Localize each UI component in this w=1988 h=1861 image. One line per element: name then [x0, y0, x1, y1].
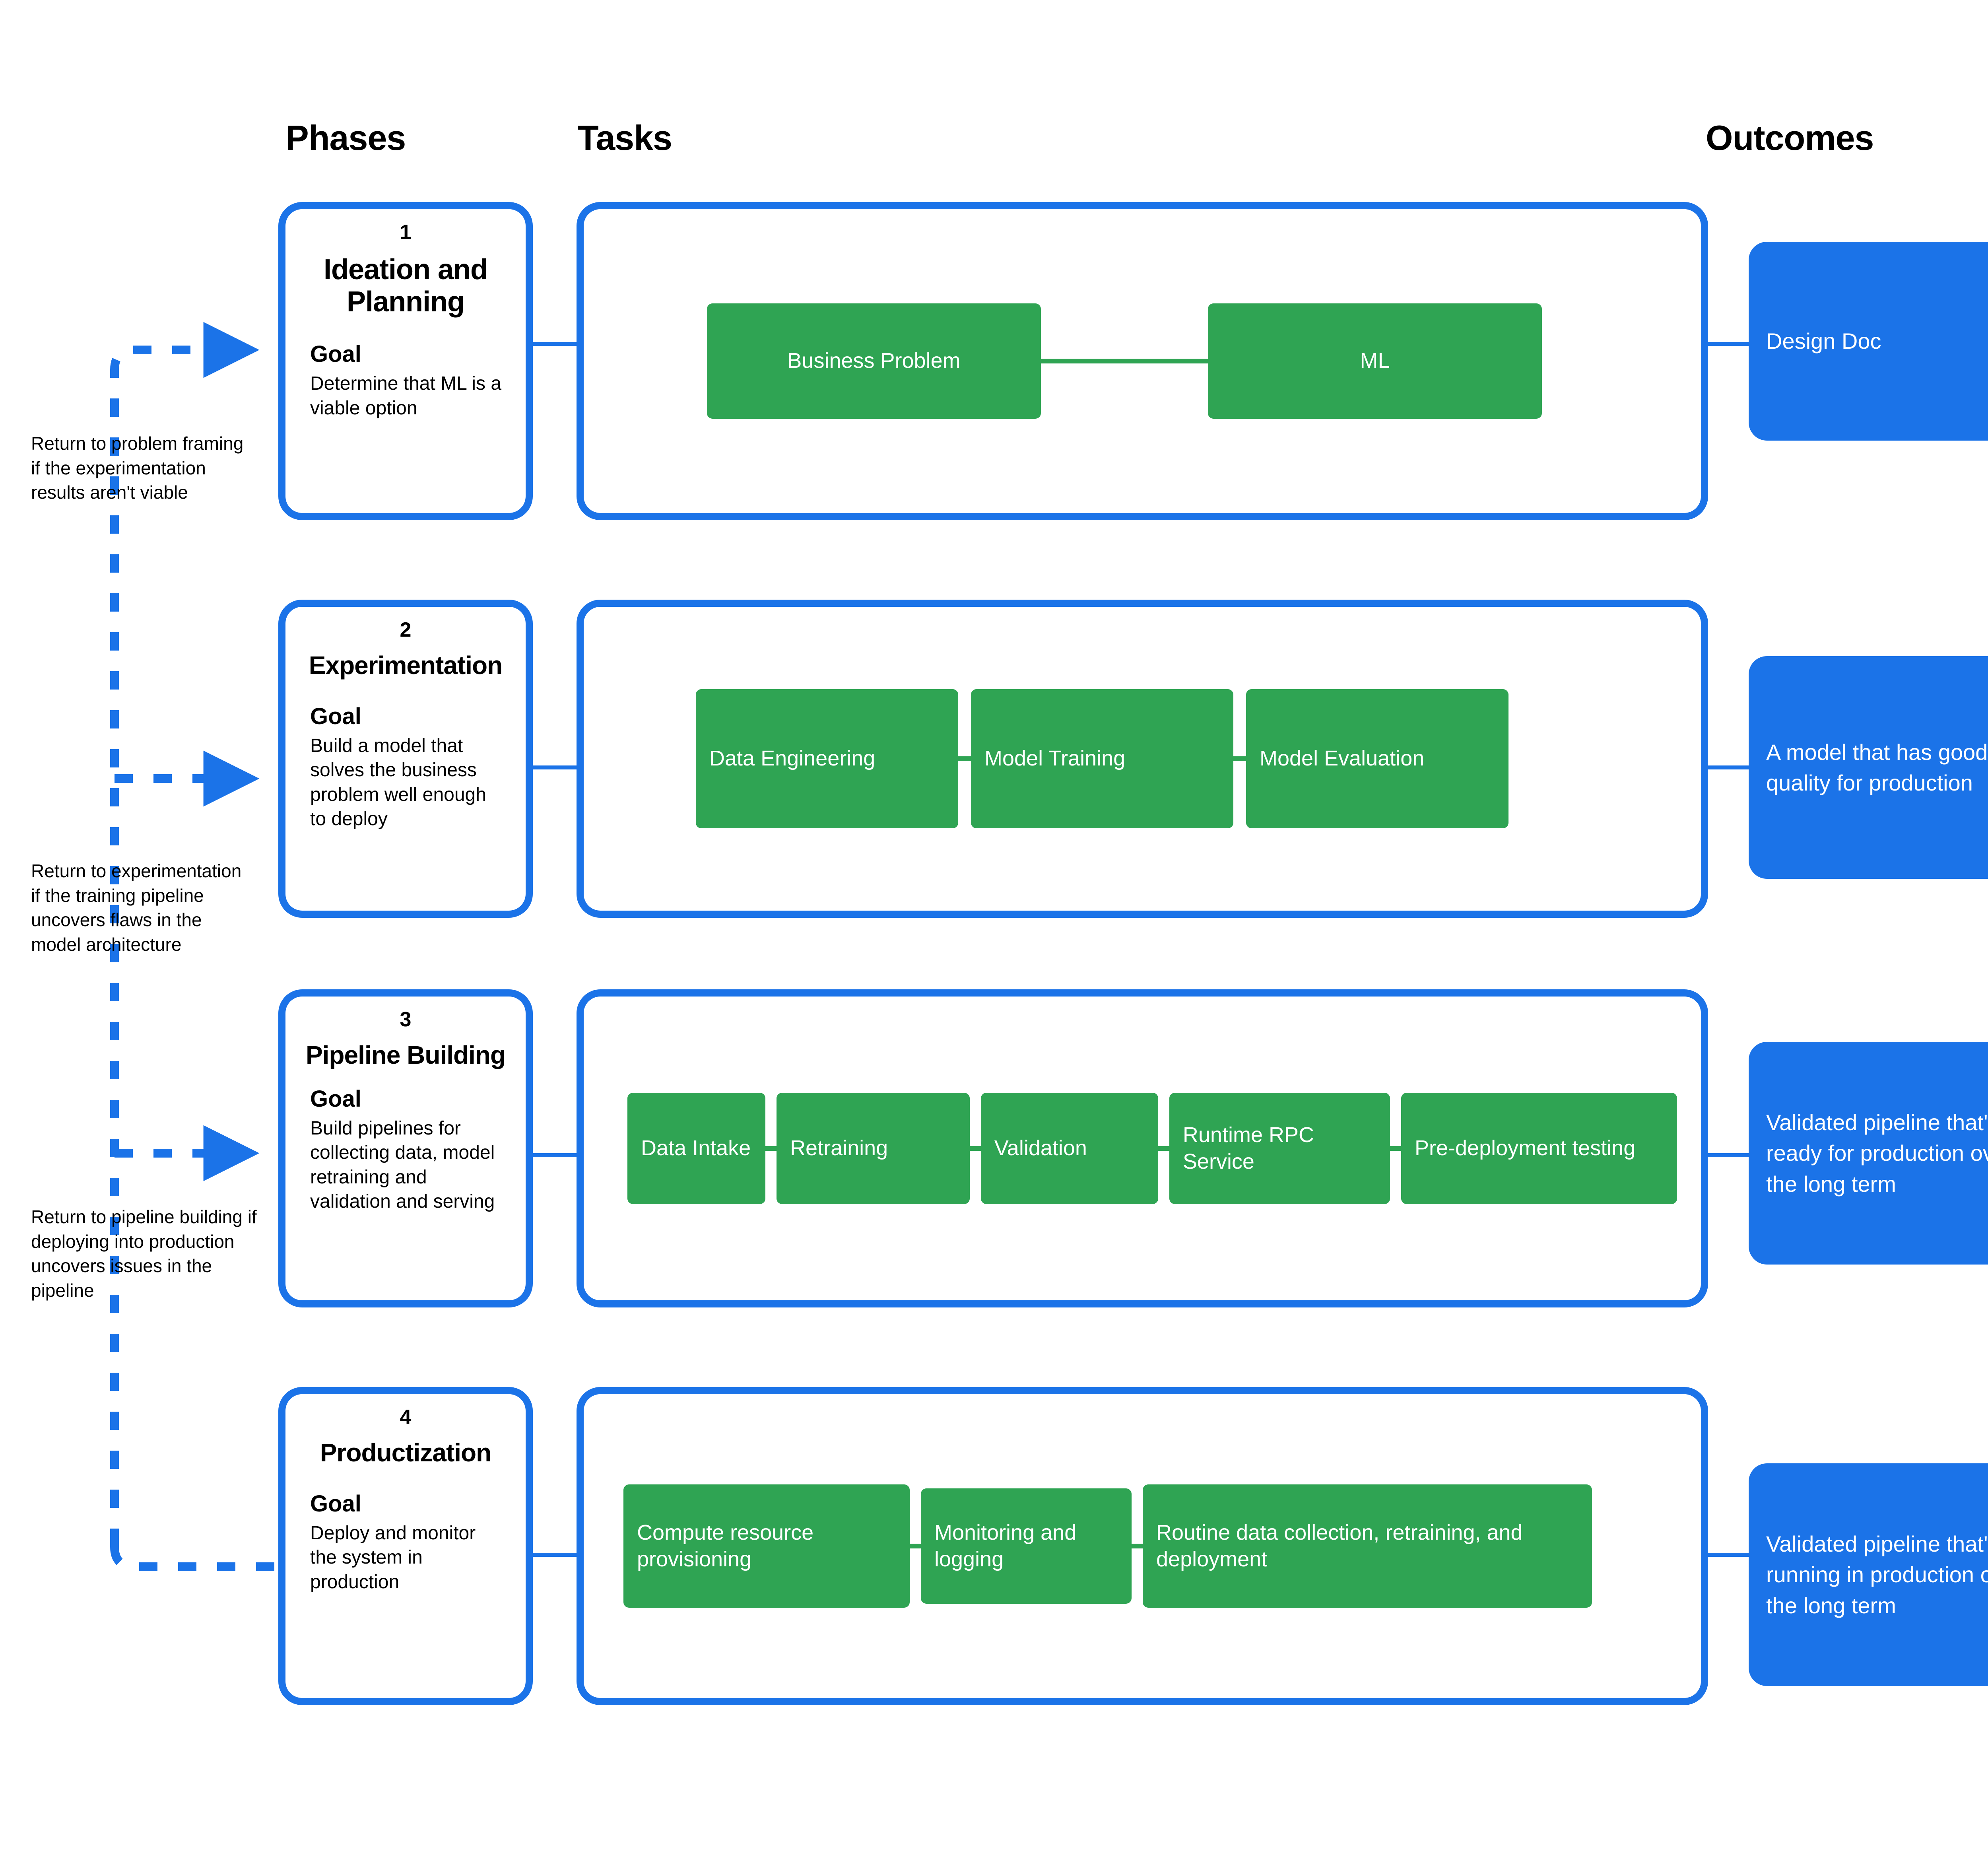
task-link-4b — [1132, 1544, 1143, 1548]
tasks-row-4: Compute resource provisioning Monitoring… — [623, 1484, 1681, 1608]
goal-text-4: Deploy and monitor the system in product… — [310, 1522, 476, 1593]
task-chip-retraining[interactable]: Retraining — [777, 1093, 970, 1204]
phase-goal-block-3: Goal Build pipelines for collecting data… — [305, 1086, 507, 1214]
goal-text-2: Build a model that solves the business p… — [310, 735, 486, 829]
tasks-container-1: Business Problem ML — [577, 202, 1708, 520]
goal-label-1: Goal — [310, 341, 361, 367]
feedback-source-productization — [110, 1546, 274, 1571]
outcome-validated-pipeline-running[interactable]: Validated pipeline that's running in pro… — [1749, 1463, 1988, 1686]
connector-tasks3-outcome3 — [1706, 1153, 1749, 1157]
outcome-validated-pipeline-ready[interactable]: Validated pipeline that's ready for prod… — [1749, 1042, 1988, 1265]
tasks-container-4: Compute resource provisioning Monitoring… — [577, 1387, 1708, 1705]
phase-goal-block-2: Goal Build a model that solves the busin… — [305, 703, 507, 831]
phase-title-2: Experimentation — [309, 651, 503, 680]
connector-tasks2-outcome2 — [1706, 765, 1749, 769]
task-link-3d — [1390, 1146, 1401, 1151]
goal-label-4: Goal — [310, 1490, 361, 1517]
task-chip-runtime-rpc-service[interactable]: Runtime RPC Service — [1169, 1093, 1390, 1204]
column-header-tasks: Tasks — [577, 118, 672, 157]
tasks-container-2: Data Engineering Model Training Model Ev… — [577, 600, 1708, 918]
goal-label-3: Goal — [310, 1086, 361, 1112]
task-chip-compute-resource-provisioning[interactable]: Compute resource provisioning — [623, 1484, 910, 1608]
task-link-3a — [765, 1146, 777, 1151]
connector-tasks1-outcome1 — [1706, 342, 1749, 346]
phase-title-3: Pipeline Building — [305, 1041, 506, 1069]
phase-number-4: 4 — [400, 1406, 412, 1429]
phase-card-2[interactable]: 2 Experimentation Goal Build a model tha… — [278, 600, 533, 918]
task-link-2a — [958, 756, 971, 761]
task-chip-data-engineering[interactable]: Data Engineering — [696, 689, 958, 828]
task-link-1a — [1041, 359, 1208, 363]
phase-number-2: 2 — [400, 618, 412, 641]
connector-phase2-tasks2 — [533, 765, 577, 769]
tasks-row-3: Data Intake Retraining Validation Runtim… — [627, 1093, 1677, 1204]
task-chip-ml[interactable]: ML — [1208, 303, 1542, 419]
column-header-phases: Phases — [285, 118, 406, 157]
connector-phase3-tasks3 — [533, 1153, 577, 1157]
outcome-design-doc[interactable]: Design Doc — [1749, 242, 1988, 441]
note-return-to-pipeline-building: Return to pipeline building if deploying… — [31, 1206, 257, 1301]
note-return-to-experimentation-training-pipeline: Return to experimentation if the trainin… — [31, 861, 242, 955]
phase-number-1: 1 — [400, 221, 412, 244]
phase-goal-block-4: Goal Deploy and monitor the system in pr… — [305, 1490, 507, 1594]
phase-goal-block-1: Goal Determine that ML is a viable optio… — [305, 341, 507, 420]
task-chip-business-problem[interactable]: Business Problem — [707, 303, 1041, 419]
connector-tasks4-outcome4 — [1706, 1553, 1749, 1557]
task-chip-model-evaluation[interactable]: Model Evaluation — [1246, 689, 1508, 828]
goal-label-2: Goal — [310, 703, 361, 729]
connector-phase1-tasks1 — [533, 342, 577, 346]
task-chip-data-intake[interactable]: Data Intake — [627, 1093, 766, 1204]
note-return-to-problem-framing: Return to problem framing if the experim… — [31, 433, 244, 503]
task-link-4a — [910, 1544, 921, 1548]
phase-number-3: 3 — [400, 1008, 412, 1031]
task-chip-monitoring-and-logging[interactable]: Monitoring and logging — [921, 1488, 1132, 1604]
outcome-model-quality[interactable]: A model that has good quality for produc… — [1749, 656, 1988, 879]
goal-text-1: Determine that ML is a viable option — [310, 373, 502, 419]
task-link-2b — [1233, 756, 1246, 761]
task-link-3c — [1158, 1146, 1169, 1151]
task-chip-validation[interactable]: Validation — [980, 1093, 1159, 1204]
goal-text-3: Build pipelines for collecting data, mod… — [310, 1117, 495, 1212]
task-chip-routine-data-collection[interactable]: Routine data collection, retraining, and… — [1143, 1484, 1592, 1608]
phase-title-1: Ideation and Planning — [323, 254, 488, 318]
tasks-row-2: Data Engineering Model Training Model Ev… — [696, 689, 1602, 828]
task-chip-pre-deployment-testing[interactable]: Pre-deployment testing — [1401, 1093, 1677, 1204]
phase-title-4: Productization — [320, 1438, 491, 1467]
phase-card-4[interactable]: 4 Productization Goal Deploy and monitor… — [278, 1387, 533, 1705]
column-header-outcomes: Outcomes — [1706, 118, 1874, 157]
tasks-container-3: Data Intake Retraining Validation Runtim… — [577, 989, 1708, 1307]
phase-card-1[interactable]: 1 Ideation and Planning Goal Determine t… — [278, 202, 533, 520]
connector-phase4-tasks4 — [533, 1553, 577, 1557]
tasks-row-1: Business Problem ML — [707, 303, 1582, 419]
task-link-3b — [970, 1146, 981, 1151]
phase-card-3[interactable]: 3 Pipeline Building Goal Build pipelines… — [278, 989, 533, 1307]
task-chip-model-training[interactable]: Model Training — [971, 689, 1233, 828]
